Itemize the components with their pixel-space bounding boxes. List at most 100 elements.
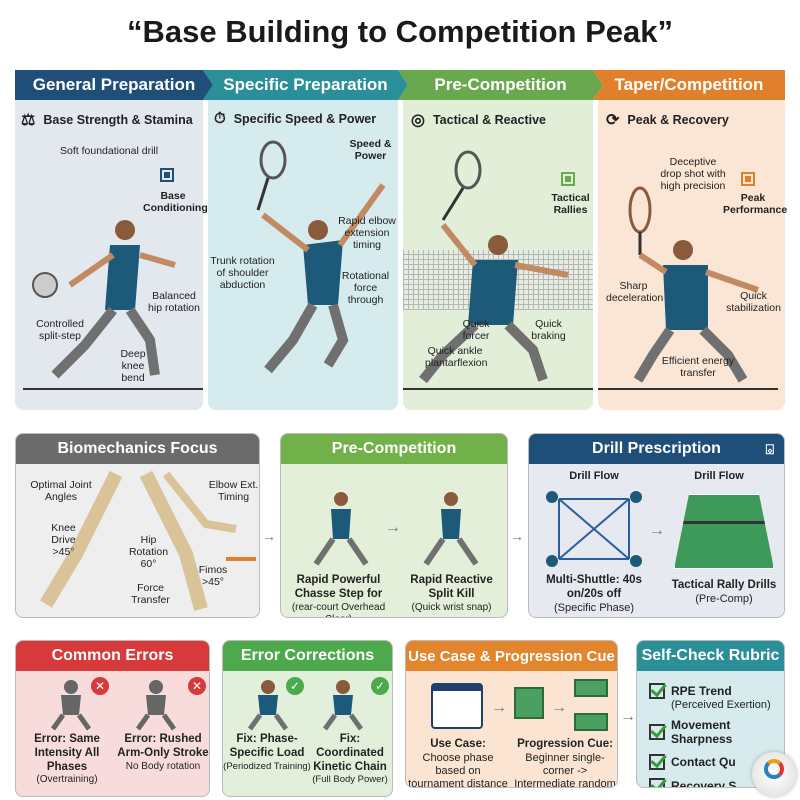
label: Controlled split-step [36, 318, 84, 343]
use-case-title: Use Case: [430, 738, 486, 750]
label: Tactical Rallies [551, 192, 590, 217]
fix-title: Fix: Coordinated Kinetic Chain [313, 733, 387, 773]
label: Base Conditioning [143, 190, 208, 215]
box-header: Biomechanics Focus [16, 434, 259, 464]
checkbox-checked[interactable] [649, 724, 665, 741]
box-header: Use Case & Progression Cue [406, 641, 617, 671]
refresh-cycle-icon: ⟳ [606, 112, 620, 129]
ground-line [598, 388, 778, 390]
box-header: Error Corrections [223, 641, 392, 671]
panel-taper: ⟳Peak & Recovery Deceptive drop shot wit… [598, 100, 788, 410]
phase-header-general: General Preparation [15, 70, 213, 100]
common-errors-box: Common Errors ✕ ✕ Error: Same Intensity … [15, 640, 210, 797]
arrow-right-icon: → [262, 528, 276, 544]
fix-note: (Periodized Training) [223, 760, 311, 772]
ground-line [403, 388, 593, 390]
phase-subtitle: Base Strength & Stamina [43, 113, 193, 127]
use-case-text: Choose phase based on tournament distanc… [408, 751, 508, 788]
arrow-right-icon: → [620, 708, 636, 725]
players-illustration [313, 492, 479, 566]
drill-note: (Pre-Comp) [695, 592, 753, 605]
scale-icon: ⚖ [21, 112, 36, 129]
ground-line [23, 388, 203, 390]
academy-logo [752, 752, 796, 796]
panel-specific: ⏱ Specific Speed & Power Speed & Power Ra… [208, 100, 398, 410]
box-header: Self-Check Rubric [637, 641, 784, 671]
arrow-right-icon: → [510, 528, 524, 544]
rubric-note: (Perceived Exertion) [671, 699, 771, 711]
phase-header-precomp: Pre-Competition [398, 70, 603, 100]
label: Sharp deceleration [606, 280, 664, 305]
label: Trunk rotation of shoulder abduction [210, 255, 275, 292]
label: Force Transfer [131, 582, 170, 607]
label: Rapid elbow extension timing [338, 215, 396, 252]
error-title: Error: Same Intensity All Phases [34, 733, 100, 773]
player-illustration-jump-smash [256, 140, 386, 374]
item-title: Rapid Reactive Split Kill [410, 574, 493, 600]
arrow-right-icon: → [491, 699, 507, 716]
phase-subtitle: Tactical & Reactive [432, 113, 546, 127]
court-diagram [674, 494, 774, 569]
court-single-icon [514, 687, 544, 719]
shuttlecock-basket-icon: ⌺ [765, 440, 774, 457]
drill-flow-heading: Drill Flow [694, 470, 744, 482]
label: Efficient energy transfer [661, 355, 735, 380]
checkbox-checked[interactable] [649, 778, 665, 787]
phase-header-specific: Specific Preparation [203, 70, 408, 100]
phase-subtitle: Peak & Recovery [627, 113, 729, 127]
precomp-box: Pre-Competition → Rapid Powerful Chasse … [280, 433, 508, 618]
target-square-icon [561, 172, 575, 186]
skeleton-leg-illustration [39, 470, 256, 611]
biomechanics-box: Biomechanics Focus Optimal Joint Angles … [15, 433, 260, 618]
label: Speed & Power [349, 138, 392, 163]
checkbox-checked[interactable] [649, 683, 665, 699]
drill-flow-diagram [546, 491, 642, 567]
label: Peak Performance [723, 192, 788, 217]
drill-title: Multi-Shuttle: 40s on/20s off [546, 574, 642, 600]
fix-title: Fix: Phase-Specific Load [229, 733, 305, 759]
label: Rotational force through [341, 270, 390, 307]
label: Knee Drive >45° [51, 522, 76, 559]
use-case-box: Use Case & Progression Cue → → Use Case:… [405, 640, 618, 788]
label: Hip Rotation 60° [128, 534, 169, 571]
label: Soft foundational drill [60, 145, 159, 157]
target-square-icon [741, 172, 755, 186]
self-check-box: Self-Check Rubric RPE Trend (Perceived E… [636, 640, 785, 788]
label: Fimos >45° [198, 564, 228, 589]
player-illustration-ready [628, 186, 759, 383]
error-x-icon: ✕ [188, 677, 206, 695]
rubric-item: RPE Trend [671, 684, 732, 698]
rubric-item: Movement Sharpness [671, 718, 733, 747]
box-header: Common Errors [16, 641, 209, 671]
item-note: (Quick wrist snap) [411, 601, 492, 613]
check-icon: ✓ [371, 677, 389, 695]
label: Balanced hip rotation [148, 290, 200, 315]
error-title: Error: Rushed Arm-Only Stroke [117, 733, 209, 759]
panel-general: ⚖ Base Strength & Stamina Soft foundation… [15, 100, 208, 410]
calendar-icon [431, 683, 483, 729]
target-icon: ◎ [411, 112, 425, 129]
target-square-icon [160, 168, 174, 182]
rubric-item: Contact Qu [671, 755, 736, 770]
error-note: (Overtraining) [36, 774, 98, 786]
arrow-right-icon: → [551, 699, 567, 716]
correct-players [247, 680, 364, 731]
drill-flow-heading: Drill Flow [569, 470, 619, 482]
label: Quick stabilization [726, 290, 781, 315]
fix-note: (Full Body Power) [312, 774, 388, 786]
phase-subtitle: Specific Speed & Power [233, 111, 377, 126]
panel-precomp: ◎ Tactical & Reactive Tactical Rallies Qu… [403, 100, 593, 410]
player-illustration-lunge [32, 220, 176, 379]
rubric-item: Recovery S [671, 779, 737, 788]
label: Quick forcer [462, 318, 490, 343]
error-x-icon: ✕ [91, 677, 109, 695]
label: Quick ankle plantarflexion [425, 345, 488, 370]
check-icon: ✓ [286, 677, 304, 695]
player-illustration-net-reach [419, 150, 569, 384]
label: Optimal Joint Angles [30, 479, 92, 504]
drill-note: (Specific Phase) [553, 601, 635, 614]
progression-title: Progression Cue: [517, 738, 613, 750]
silhouette-players [50, 680, 177, 731]
stopwatch-icon: ⏱ [214, 110, 226, 127]
checkbox-checked[interactable] [649, 754, 665, 771]
